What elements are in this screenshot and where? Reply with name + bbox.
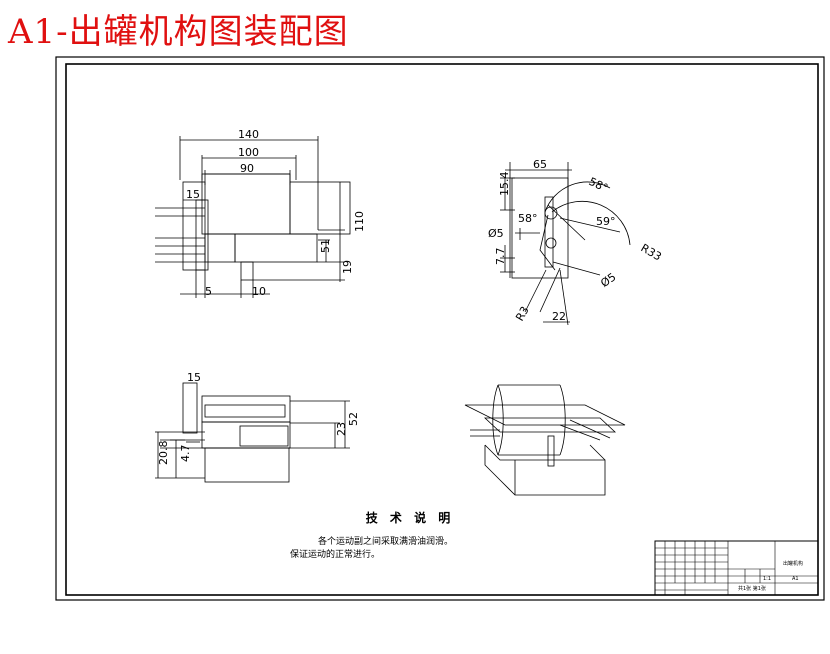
- dim-angle-58-left: 58°: [518, 212, 538, 225]
- dim-4-7: 4.7: [179, 445, 192, 463]
- title-block-lines: [654, 540, 819, 596]
- dim-15-4: 15.4: [498, 172, 511, 197]
- dim-10: 10: [252, 285, 266, 298]
- dim-hole-5-right: Ø5: [598, 270, 618, 290]
- dim-110: 110: [353, 211, 366, 232]
- isometric-view: [464, 384, 626, 496]
- dim-15-front: 15: [186, 188, 200, 201]
- technical-notes: 技 术 说 明 各个运动副之间采取满滑油润滑。 保证运动的正常进行。: [290, 509, 530, 562]
- dim-15-plan: 15: [187, 371, 201, 384]
- title-block-scale: 1:1: [763, 576, 771, 582]
- outer-border: [55, 56, 825, 601]
- front-view: [155, 136, 351, 298]
- dim-140: 140: [238, 128, 259, 141]
- page-title: A1-出罐机构图装配图: [8, 12, 349, 52]
- title-block-code: A1: [792, 576, 799, 582]
- inner-border: [65, 63, 819, 596]
- notes-title: 技 术 说 明: [365, 511, 455, 525]
- side-view: [500, 162, 631, 326]
- dim-22: 22: [552, 310, 566, 323]
- dim-r3: R3: [513, 304, 532, 323]
- dim-r33: R33: [639, 241, 664, 263]
- title-block-sheet: 共1张 第1张: [738, 585, 766, 592]
- dim-90: 90: [240, 162, 254, 175]
- dim-5: 5: [205, 285, 212, 298]
- dim-angle-58-top: 58°: [587, 175, 610, 195]
- dim-19: 19: [341, 260, 354, 274]
- dim-angle-59: 59°: [596, 215, 616, 228]
- dim-23: 23: [335, 422, 348, 436]
- dim-51: 51: [319, 239, 332, 253]
- dim-100: 100: [238, 146, 259, 159]
- dim-65: 65: [533, 158, 547, 171]
- dim-52: 52: [347, 412, 360, 426]
- dim-7-7: 7.7: [494, 248, 507, 266]
- notes-line-2: 保证运动的正常进行。: [290, 550, 381, 560]
- plan-view: [155, 382, 350, 483]
- notes-line-1: 各个运动副之间采取满滑油润滑。: [318, 537, 454, 547]
- dim-20-8: 20.8: [157, 441, 170, 466]
- title-block-name: 出罐机构: [783, 560, 803, 567]
- dim-hole-5: Ø5: [488, 227, 504, 240]
